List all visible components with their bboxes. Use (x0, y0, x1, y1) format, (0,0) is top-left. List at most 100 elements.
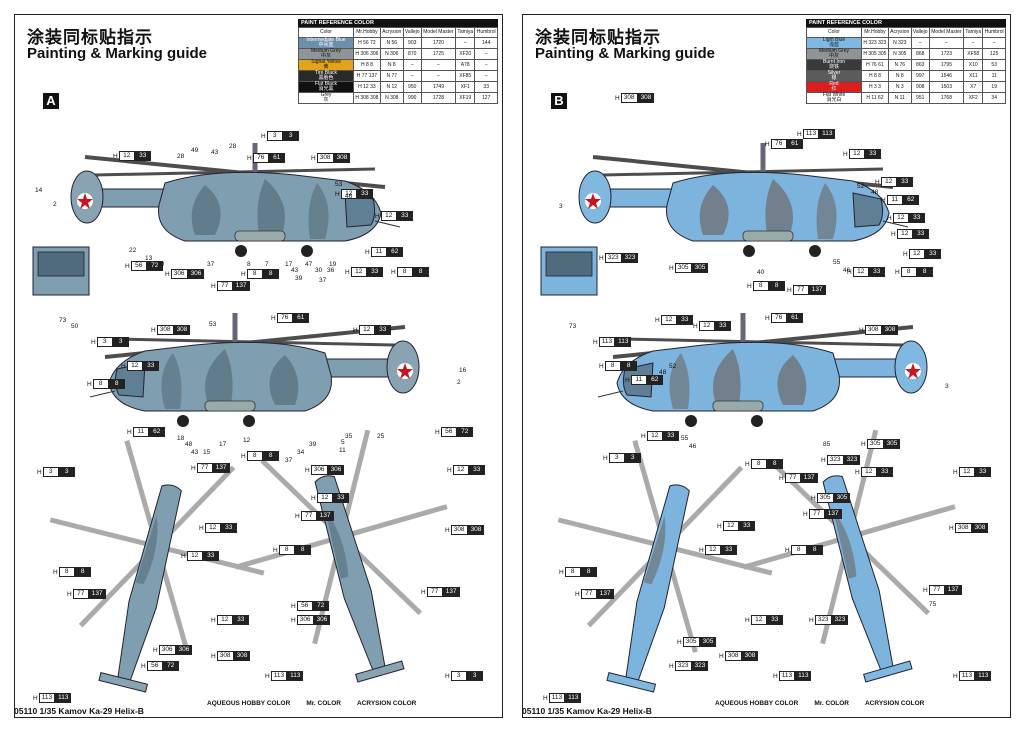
aqueous-code: 8 (58, 567, 75, 577)
mr-color-code: 33 (912, 229, 929, 239)
mr-color-code: 137 (808, 285, 826, 295)
aqueous-code: 308 (724, 651, 742, 661)
mr-color-code: 33 (868, 267, 885, 277)
camo-patch (308, 183, 329, 239)
legend-acrysion: ACRYSION COLOR (864, 700, 925, 707)
part-number: 75 (929, 601, 937, 608)
aqueous-code: 12 (908, 249, 925, 259)
part-number: 55 (681, 435, 689, 442)
callout-prefix: H (669, 264, 674, 272)
color-label-cn: 灰 (323, 97, 329, 103)
mr-color-code: 33 (738, 521, 755, 531)
aqueous-code: 308 (450, 525, 468, 535)
cockpit-inset (540, 246, 598, 296)
callout-prefix: H (773, 672, 778, 680)
helicopter-side-view (70, 143, 401, 257)
mr-color-code: 3 (282, 131, 299, 141)
aqueous-code: 3 (42, 467, 59, 477)
mr-color-code: 62 (646, 375, 663, 385)
callout-prefix: H (953, 672, 958, 680)
mr-color-code: 308 (333, 153, 351, 163)
part-number: 43 (211, 149, 219, 156)
mr-color-code: 72 (162, 661, 179, 671)
wheel (243, 415, 255, 427)
color-label-cn: 中灰 (320, 53, 331, 59)
aqueous-code: 12 (860, 467, 877, 477)
mr-color-code: 308 (233, 651, 251, 661)
mr-color-code: 137 (232, 281, 250, 291)
part-number: 73 (569, 323, 577, 330)
mr-color-code: 33 (896, 177, 913, 187)
helicopter-top-view (49, 440, 265, 693)
aqueous-code: 12 (204, 523, 221, 533)
mr-color-code: 33 (374, 325, 391, 335)
mr-color-code: 308 (971, 523, 989, 533)
aqueous-code: 8 (750, 459, 767, 469)
camo-patch (269, 355, 299, 405)
wheel (751, 415, 763, 427)
part-number: 16 (459, 367, 467, 374)
mr-color-code: 33 (332, 493, 349, 503)
aqueous-code: 113 (270, 671, 288, 681)
aqueous-code: 12 (958, 467, 975, 477)
mr-color-code: 33 (356, 189, 373, 199)
mr-color-code: 306 (175, 645, 193, 655)
wheel (301, 245, 313, 257)
red-star-icon (77, 193, 93, 209)
part-number: 18 (177, 435, 185, 442)
aqueous-code: 305 (816, 493, 834, 503)
legend-aqueous: AQUEOUS HOBBY COLOR (207, 700, 291, 707)
aqueous-code: 12 (750, 615, 767, 625)
aqueous-code: 305 (674, 263, 692, 273)
mr-color-code: 113 (55, 693, 72, 703)
callout-prefix: H (875, 178, 880, 186)
mr-color-code: 61 (268, 153, 285, 163)
callout-prefix: H (199, 524, 204, 532)
callout-prefix: H (291, 616, 296, 624)
rotor-blade (664, 544, 773, 576)
aqueous-code: 12 (660, 315, 677, 325)
mr-color-code: 8 (766, 459, 783, 469)
tail-plane (98, 672, 149, 693)
mr-color-code: 113 (287, 671, 304, 681)
aqueous-code: 113 (598, 337, 616, 347)
helicopter-top-view (742, 429, 956, 683)
part-number: 39 (295, 275, 303, 282)
callout-prefix: H (855, 468, 860, 476)
part-number: 17 (285, 261, 293, 268)
callout-prefix: H (923, 586, 928, 594)
aqueous-code: 12 (880, 177, 897, 187)
mr-color-code: 33 (766, 615, 783, 625)
part-number: 48 (185, 441, 193, 448)
mr-color-code: 33 (924, 249, 941, 259)
color-label: Signal Yellow (311, 59, 341, 65)
part-number: 12 (243, 437, 251, 444)
fuel-tank (712, 400, 764, 412)
fuel-tank (234, 230, 286, 242)
aqueous-code: 12 (852, 267, 869, 277)
callout-prefix: H (165, 270, 170, 278)
callout-prefix: H (353, 326, 358, 334)
